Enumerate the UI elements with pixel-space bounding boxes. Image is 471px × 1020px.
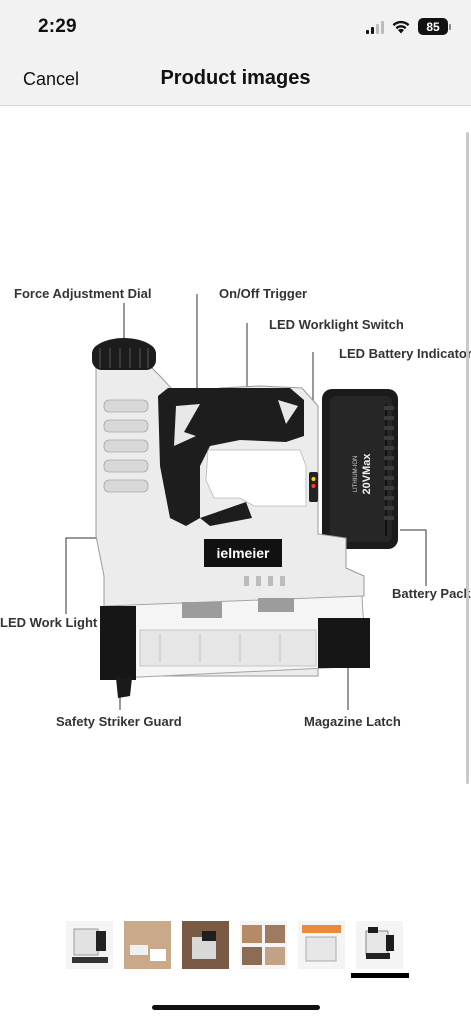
status-icons: 85 [366, 18, 451, 35]
nail-gun-illustration: 20VMax LITHIUM-ION [65, 294, 427, 710]
brand-text: ielmeier [217, 545, 270, 561]
battery-level: 85 [418, 18, 448, 35]
cellular-signal-icon [366, 20, 384, 34]
home-indicator[interactable] [152, 1005, 320, 1010]
battery-rating-text: 20VMax [361, 453, 373, 495]
status-time: 2:29 [38, 16, 77, 37]
callout-force-dial: Force Adjustment Dial [14, 286, 152, 301]
scroll-indicator [466, 132, 469, 784]
product-image[interactable]: 20VMax LITHIUM-ION [0, 106, 471, 896]
thumbnail-4[interactable] [240, 921, 287, 969]
selected-thumbnail-indicator [351, 973, 409, 978]
callout-striker-guard: Safety Striker Guard [56, 714, 182, 729]
callout-worklight-switch: LED Worklight Switch [269, 317, 404, 332]
thumbnail-1[interactable] [66, 921, 113, 969]
cancel-button[interactable]: Cancel [23, 69, 80, 89]
status-bar: 2:29 85 [0, 0, 471, 56]
thumbnail-6-selected[interactable] [356, 921, 403, 969]
wifi-icon [392, 20, 410, 34]
callout-magazine-latch: Magazine Latch [304, 714, 401, 729]
thumbnail-3[interactable] [182, 921, 229, 969]
thumbnail-5[interactable] [298, 921, 345, 969]
callout-battery-pack: Battery Pack [392, 586, 471, 601]
nav-bar: Cancel Product images [0, 56, 471, 106]
callout-trigger: On/Off Trigger [219, 286, 308, 301]
callout-work-light: LED Work Light [0, 615, 98, 630]
thumbnail-2[interactable] [124, 921, 171, 969]
battery-chem-text: LITHIUM-ION [353, 456, 359, 493]
battery-icon: 85 [418, 18, 451, 35]
page-title: Product images [160, 67, 311, 89]
thumbnail-strip [66, 921, 403, 979]
battery-pack-shape: 20VMax LITHIUM-ION [322, 389, 398, 549]
callout-battery-indicator: LED Battery Indicator [339, 346, 471, 361]
